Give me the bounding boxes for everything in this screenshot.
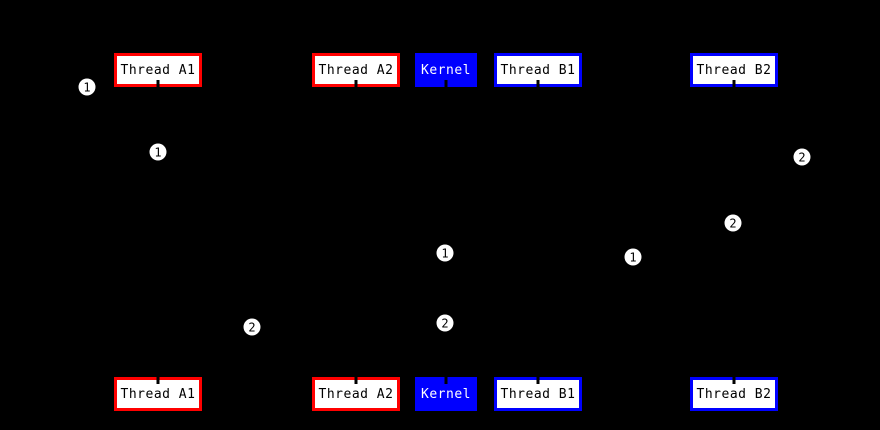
step-marker-label: 1	[154, 145, 162, 159]
lifeline-tick	[732, 376, 736, 384]
lifeline-tick	[156, 376, 160, 384]
step-marker: 1	[149, 143, 167, 161]
actor-box-thread-a2-bottom: Thread A2	[312, 376, 400, 411]
actor-box-thread-b2-top: Thread B2	[690, 53, 778, 88]
lifeline-tick	[536, 80, 540, 88]
actor-label-kernel: Kernel	[421, 62, 471, 78]
step-marker: 1	[436, 244, 454, 262]
step-marker: 2	[436, 314, 454, 332]
actor-box-thread-b1-top: Thread B1	[494, 53, 582, 88]
actor-label-thread-b1: Thread B1	[500, 386, 576, 402]
lifeline-tick	[536, 376, 540, 384]
step-marker-label: 2	[441, 316, 449, 330]
lifeline-tick	[444, 80, 448, 88]
step-marker-label: 2	[729, 216, 737, 230]
step-marker-label: 1	[83, 80, 91, 94]
actor-box-thread-a1-top: Thread A1	[114, 53, 202, 88]
step-marker: 1	[624, 248, 642, 266]
step-marker: 2	[724, 214, 742, 232]
step-marker: 1	[78, 78, 96, 96]
actor-label-thread-a1: Thread A1	[120, 386, 196, 402]
actor-box-thread-b2-bottom: Thread B2	[690, 376, 778, 411]
lifeline-tick	[354, 376, 358, 384]
lifeline-tick	[156, 80, 160, 88]
step-marker-label: 1	[629, 250, 637, 264]
step-marker-label: 1	[441, 246, 449, 260]
lifeline-tick	[444, 376, 448, 384]
actor-box-thread-b1-bottom: Thread B1	[494, 376, 582, 411]
actor-label-thread-a1: Thread A1	[120, 62, 196, 78]
actor-label-thread-a2: Thread A2	[318, 62, 394, 78]
step-marker: 2	[243, 318, 261, 336]
actor-label-thread-a2: Thread A2	[318, 386, 394, 402]
lifeline-tick	[732, 80, 736, 88]
actor-box-kernel-bottom: Kernel	[415, 376, 477, 411]
lifeline-tick	[354, 80, 358, 88]
actor-label-kernel: Kernel	[421, 386, 471, 402]
actor-box-kernel-top: Kernel	[415, 53, 477, 88]
actor-box-thread-a2-top: Thread A2	[312, 53, 400, 88]
step-marker: 2	[793, 148, 811, 166]
actor-label-thread-b2: Thread B2	[696, 386, 772, 402]
actor-label-thread-b1: Thread B1	[500, 62, 576, 78]
step-marker-label: 2	[248, 320, 256, 334]
actor-box-thread-a1-bottom: Thread A1	[114, 376, 202, 411]
actor-label-thread-b2: Thread B2	[696, 62, 772, 78]
step-marker-label: 2	[798, 150, 806, 164]
